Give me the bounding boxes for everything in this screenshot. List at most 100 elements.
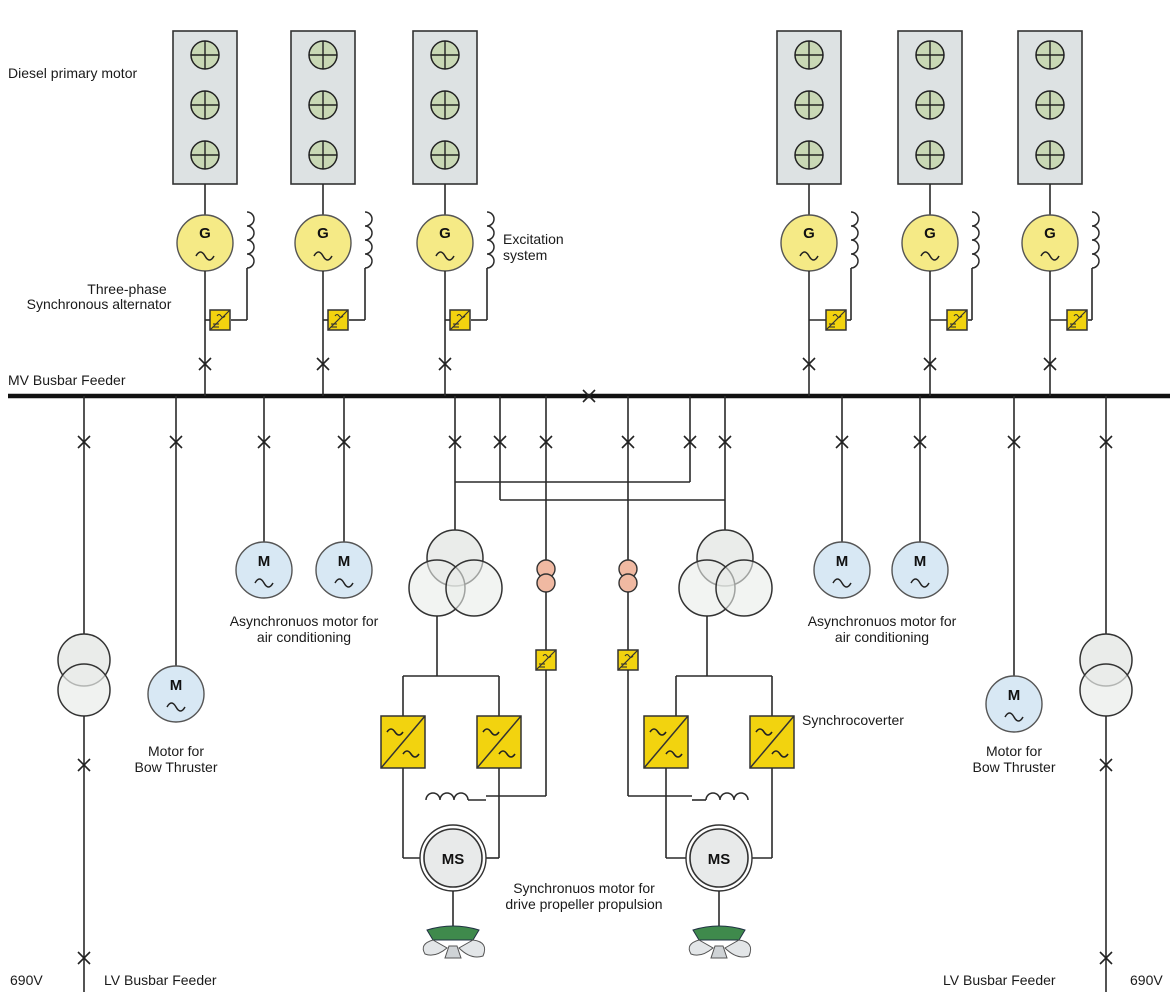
cylinder-icon: [794, 90, 824, 120]
ac-motors-right: M M: [813, 396, 949, 599]
excitation-label-line1: Excitation: [503, 231, 564, 247]
async-motor-right-label-line1: Asynchronuos motor for: [808, 613, 957, 629]
generator-icon: [416, 214, 474, 272]
cylinder-icon: [430, 40, 460, 70]
motor-icon: [235, 541, 293, 599]
cylinder-icon: [430, 140, 460, 170]
sync-motor-icon: [423, 828, 483, 888]
generator-symbol: G: [1044, 225, 1056, 242]
voltage-right-label: 690V: [1130, 972, 1163, 988]
motor-symbol: M: [836, 553, 849, 570]
async-motor-left-label-line2: air conditioning: [257, 629, 351, 645]
sync-motor-label-line1: Synchronuos motor for: [513, 880, 655, 896]
motor-icon: [813, 541, 871, 599]
cylinder-icon: [190, 140, 220, 170]
propulsion-transformer-left: [408, 529, 503, 617]
bow-thruster-left-label-line2: Bow Thruster: [135, 759, 218, 775]
rectifier-icon: [209, 309, 231, 331]
cylinder-icon: [915, 90, 945, 120]
motor-symbol: M: [1008, 687, 1021, 704]
lv-feeder-right: [1079, 396, 1133, 992]
voltage-left-label: 690V: [10, 972, 43, 988]
cylinder-icon: [1035, 40, 1065, 70]
motor-icon: [985, 675, 1043, 733]
genset-4: G: [776, 30, 859, 396]
cylinder-icon: [794, 140, 824, 170]
converter-icon: [749, 715, 795, 769]
synchroconverter-label: Synchrocoverter: [802, 712, 904, 728]
bow-thruster-left: M: [147, 396, 205, 723]
converter-icon: [380, 715, 426, 769]
motor-icon: [147, 665, 205, 723]
motor-icon: [891, 541, 949, 599]
rectifier-icon: [535, 649, 557, 671]
excitation-coil-icon: [486, 211, 495, 269]
genset-5: G: [897, 30, 980, 396]
generator-icon: [294, 214, 352, 272]
ac-motors-left: M M: [235, 396, 373, 599]
genset-2: G: [290, 30, 373, 396]
cylinder-icon: [915, 40, 945, 70]
cylinder-icon: [794, 40, 824, 70]
cylinder-icon: [190, 90, 220, 120]
excitation-coil-icon: [971, 211, 980, 269]
generator-icon: [176, 214, 234, 272]
lv-busbar-right-label: LV Busbar Feeder: [943, 972, 1056, 988]
cylinder-icon: [915, 140, 945, 170]
sync-motor-symbol: MS: [708, 851, 731, 868]
excitation-coil-icon: [850, 211, 859, 269]
diesel-generator-sets: G G: [172, 30, 1100, 396]
motor-symbol: M: [258, 553, 271, 570]
rectifier-icon: [1066, 309, 1088, 331]
stator-winding-icon: [425, 792, 469, 801]
alternator-label-line2: Synchronous alternator: [27, 296, 172, 312]
genset-3: G: [412, 30, 495, 396]
generator-symbol: G: [803, 225, 815, 242]
bow-thruster-right-label-line1: Motor for: [986, 743, 1042, 759]
generator-symbol: G: [199, 225, 211, 242]
cylinder-icon: [308, 90, 338, 120]
propeller-icon: [422, 925, 486, 959]
motor-symbol: M: [338, 553, 351, 570]
generator-symbol: G: [924, 225, 936, 242]
generator-icon: [901, 214, 959, 272]
converter-icon: [476, 715, 522, 769]
generator-symbol: G: [317, 225, 329, 242]
motor-symbol: M: [170, 677, 183, 694]
cylinder-icon: [1035, 90, 1065, 120]
lv-busbar-left-label: LV Busbar Feeder: [104, 972, 217, 988]
converter-icon: [643, 715, 689, 769]
excitation-coil-icon: [364, 211, 373, 269]
genset-6: G: [1017, 30, 1100, 396]
excitation-coil-icon: [246, 211, 255, 269]
rectifier-icon: [946, 309, 968, 331]
generator-symbol: G: [439, 225, 451, 242]
rectifier-icon: [617, 649, 639, 671]
sync-motor-symbol: MS: [442, 851, 465, 868]
bow-thruster-right-label-line2: Bow Thruster: [973, 759, 1056, 775]
propeller-icon: [688, 925, 752, 959]
sync-motor-icon: [689, 828, 749, 888]
generator-icon: [780, 214, 838, 272]
diesel-primary-motor-label: Diesel primary motor: [8, 65, 137, 81]
genset-1: G: [172, 30, 255, 396]
mv-busbar-label: MV Busbar Feeder: [8, 372, 126, 388]
async-motor-left-label-line1: Asynchronuos motor for: [230, 613, 379, 629]
motor-icon: [315, 541, 373, 599]
rectifier-icon: [825, 309, 847, 331]
lv-feeder-left: [57, 396, 111, 992]
rectifier-icon: [449, 309, 471, 331]
cylinder-icon: [308, 140, 338, 170]
cylinder-icon: [1035, 140, 1065, 170]
cylinder-icon: [190, 40, 220, 70]
motor-symbol: M: [914, 553, 927, 570]
excitation-coil-icon: [1091, 211, 1100, 269]
alternator-label-line1: Three-phase: [87, 281, 167, 297]
bow-thruster-left-label-line1: Motor for: [148, 743, 204, 759]
cylinder-icon: [430, 90, 460, 120]
stator-winding-icon: [705, 792, 749, 801]
bow-thruster-right: M: [985, 396, 1043, 733]
excitation-label-line2: system: [503, 247, 547, 263]
generator-icon: [1021, 214, 1079, 272]
